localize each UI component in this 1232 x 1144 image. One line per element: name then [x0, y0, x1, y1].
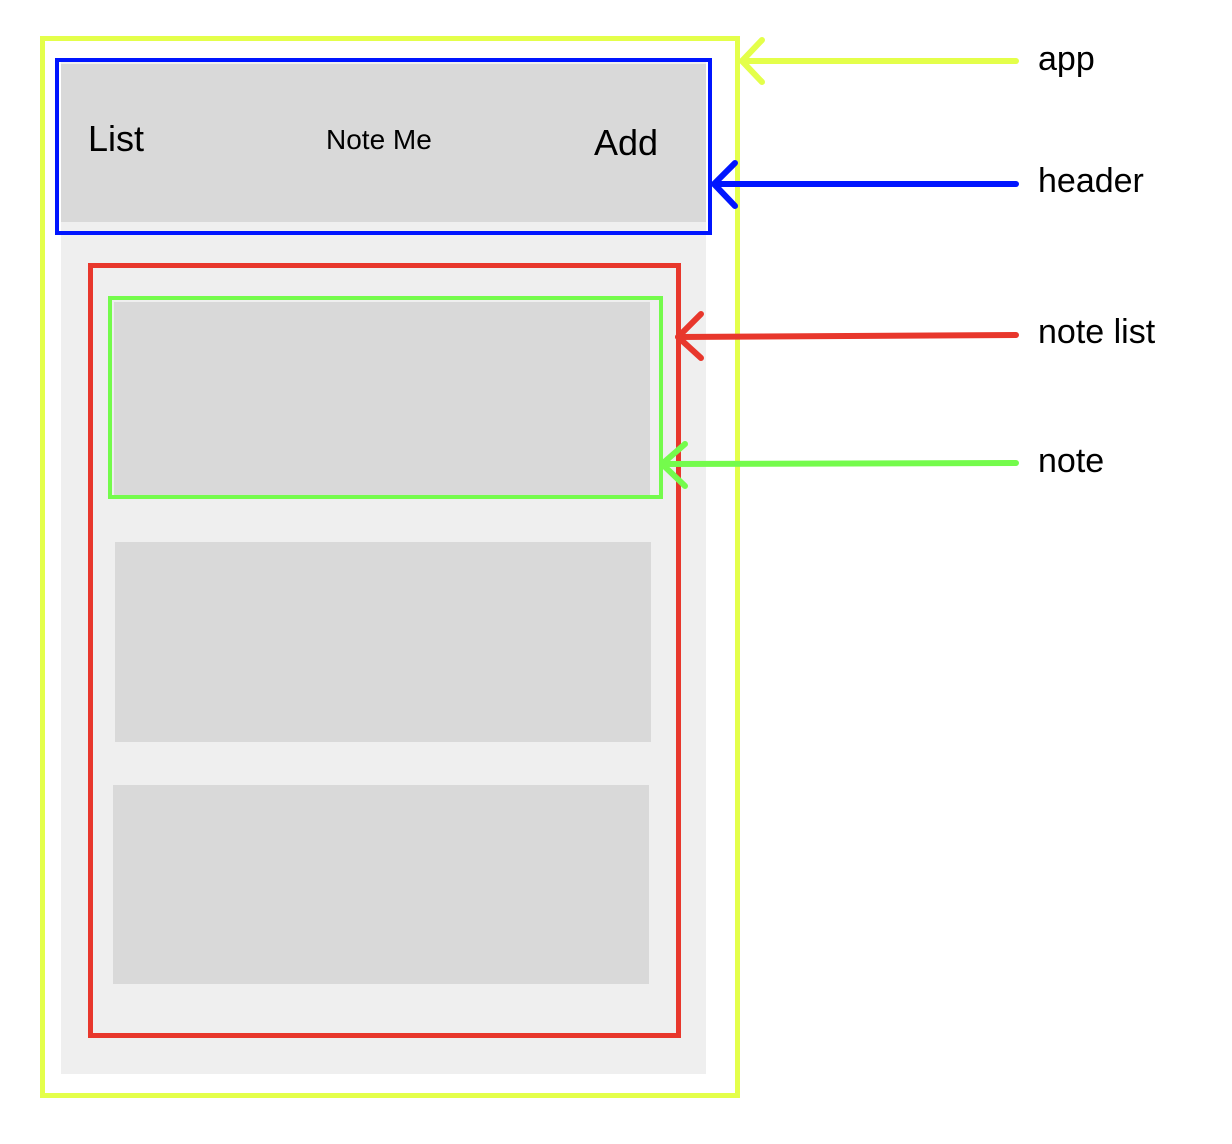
app-label: app: [1038, 40, 1095, 78]
header-label: header: [1038, 162, 1144, 200]
app-arrow: [739, 37, 1019, 85]
header-outline: [55, 58, 712, 235]
note-list-label: note list: [1038, 313, 1156, 351]
note-list-outline: [88, 263, 681, 1038]
note-label: note: [1038, 442, 1105, 480]
note-card-1[interactable]: [114, 302, 650, 496]
add-button[interactable]: Add: [594, 122, 659, 163]
header-bar: [61, 64, 706, 222]
note-card-2[interactable]: [115, 542, 651, 742]
app-outline: [40, 36, 740, 1098]
list-button[interactable]: List: [88, 118, 145, 159]
note-outline: [108, 296, 663, 499]
app-title: Note Me: [326, 124, 432, 155]
header-arrow: [711, 160, 1019, 209]
note-card-3[interactable]: [113, 785, 649, 984]
